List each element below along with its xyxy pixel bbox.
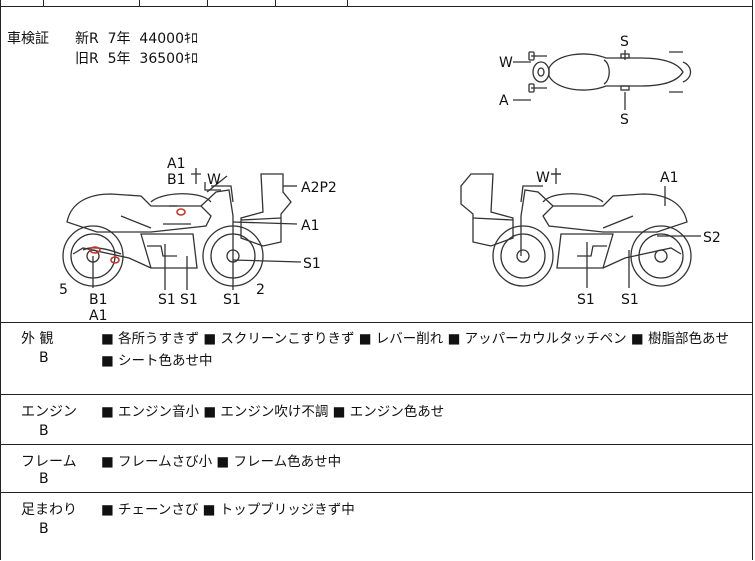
left-label-5: 5 [59,282,68,298]
section-grade: B [39,423,49,439]
section-remarks: ■ 各所うすきず ■ スクリーンこすりきず ■ レバー削れ ■ アッパーカウルタ… [101,331,729,369]
right-label-s1-a: S1 [577,292,595,308]
left-label-s1-a: S1 [158,292,176,308]
section-grade: B [39,521,49,537]
registration-label: 車検証 [7,31,49,47]
top-label-w: W [499,55,513,71]
left-label-s1-c: S1 [223,292,241,308]
top-label-a: A [499,93,509,109]
left-label-2: 2 [256,282,265,298]
left-label-w: W [207,172,221,188]
left-label-a1-bottom: A1 [89,308,107,322]
left-label-a1-top: A1 [167,156,185,172]
section-category: 足まわり [21,502,77,518]
top-label-s-lower: S [620,112,629,128]
section-remarks: ■ フレームさび小 ■ フレーム色あせ中 [101,454,342,470]
left-label-a1-tank: A1 [301,218,319,234]
section-engine: エンジン B ■ エンジン音小 ■ エンジン吹け不調 ■ エンジン色あせ [1,395,752,445]
right-label-a1: A1 [660,170,678,186]
section-remarks: ■ チェーンさび ■ トップブリッジきず中 [101,502,355,518]
top-view-motorcycle [528,51,692,93]
right-label-s2: S2 [703,230,721,246]
section-frame: フレーム B ■ フレームさび小 ■ フレーム色あせ中 [1,445,752,493]
registration-new: 新R 7年 44000ｷﾛ [75,31,198,47]
motorcycle-diagrams: W A S S A1 B1 W A2P2 A1 S1 5 B1 A1 S1 S1… [59,34,721,322]
right-label-s1-b: S1 [621,292,639,308]
right-view-motorcycle [460,168,692,287]
section-category: フレーム [21,454,77,470]
leader-lines [92,50,701,290]
left-label-s1-b: S1 [180,292,198,308]
top-label-s-upper: S [620,34,629,50]
section-category: 外 観 [21,331,54,347]
damage-mark [110,256,120,264]
left-label-s1-wheel: S1 [303,256,321,272]
damage-mark [176,208,186,216]
section-grade: B [39,350,49,366]
damage-mark [89,246,101,254]
section-grade: B [39,471,49,487]
registration-old: 旧R 5年 36500ｷﾛ [75,51,198,67]
section-exterior: 外 観 B ■ 各所うすきず ■ スクリーンこすりきず ■ レバー削れ ■ アッ… [1,322,752,395]
damage-diagram-area: 車検証 新R 7年 44000ｷﾛ 旧R 5年 36500ｷﾛ [1,6,752,323]
left-label-a2p2: A2P2 [301,180,337,196]
section-category: エンジン [21,404,77,420]
section-remarks: ■ エンジン音小 ■ エンジン吹け不調 ■ エンジン色あせ [101,404,445,420]
left-label-b1-bottom: B1 [89,292,108,308]
header-strip [1,0,752,7]
section-suspension: 足まわり B ■ チェーンさび ■ トップブリッジきず中 [1,493,752,560]
left-label-b1-top: B1 [167,172,186,188]
right-label-w: W [536,170,550,186]
